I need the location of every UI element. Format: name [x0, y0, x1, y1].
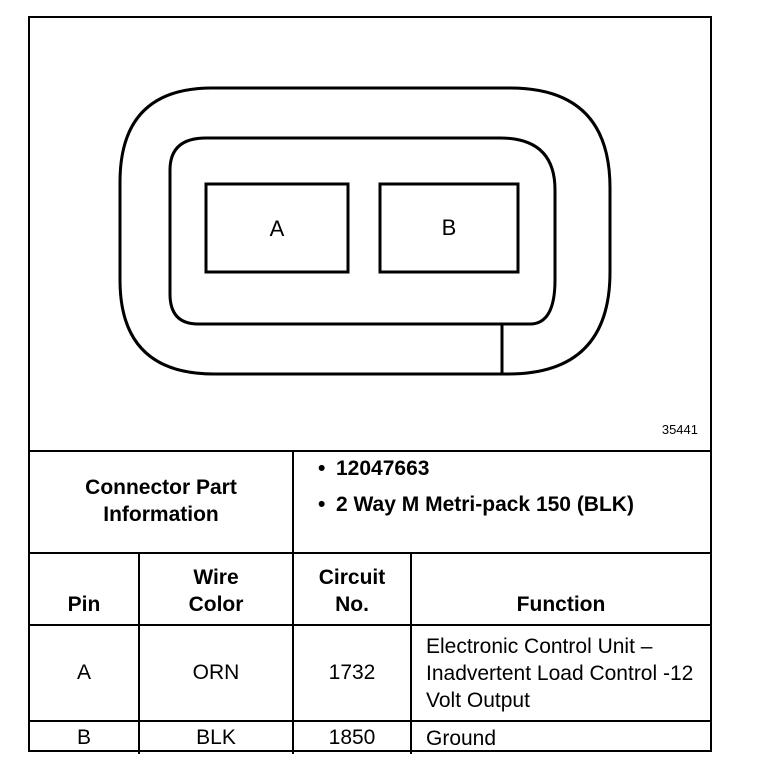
circuit-cell: 1850	[292, 720, 412, 754]
header-wire-color: Wire Color	[138, 552, 294, 626]
header-pin: Pin	[30, 552, 140, 626]
part-number: 12047663	[336, 457, 430, 480]
connector-part-info-row: Connector Part Information • 12047663 • …	[30, 450, 710, 554]
circuit-cell: 1732	[292, 624, 412, 722]
function-cell: Ground	[410, 720, 710, 754]
terminal-cavity-a	[204, 182, 350, 274]
terminal-cavity-b	[378, 182, 520, 274]
pin-table-header: Pin Wire Color Circuit No. Function	[30, 552, 710, 626]
header-circuit-text: Circuit No.	[318, 566, 386, 616]
bullet-icon: •	[318, 457, 326, 480]
connector-part-info-text: Connector Part Information	[85, 476, 237, 526]
header-function: Function	[410, 552, 710, 626]
header-circuit-no: Circuit No.	[292, 552, 412, 626]
connector-part-list: • 12047663 • 2 Way M Metri-pack 150 (BLK…	[294, 450, 710, 552]
header-wire-color-text: Wire Color	[188, 566, 244, 616]
connector-face-drawing: A B 35441	[30, 18, 710, 452]
part-description: 2 Way M Metri-pack 150 (BLK)	[336, 493, 634, 516]
table-row: A ORN 1732 Electronic Control Unit – Ina…	[30, 624, 710, 722]
part-number-item: • 12047663	[318, 456, 656, 482]
connector-inner-cavity	[168, 136, 557, 326]
pin-label-b: B	[441, 215, 457, 240]
connector-outline-svg	[118, 86, 612, 376]
table-row: B BLK 1850 Ground	[30, 720, 710, 754]
wire-color-cell: ORN	[138, 624, 294, 722]
pin-label-a: A	[269, 216, 285, 241]
wire-color-cell: BLK	[138, 720, 294, 754]
connector-sheet: A B 35441 Connector Part Information • 1…	[28, 16, 712, 754]
figure-id: 35441	[661, 422, 698, 437]
connector-outer-shell	[118, 86, 612, 376]
part-description-item: • 2 Way M Metri-pack 150 (BLK)	[318, 492, 636, 518]
pin-cell: B	[30, 720, 140, 754]
connector-part-info-label: Connector Part Information	[30, 450, 294, 552]
bullet-icon: •	[318, 493, 326, 516]
function-cell: Electronic Control Unit – Inadvertent Lo…	[410, 624, 710, 722]
pin-cell: A	[30, 624, 140, 722]
pin-table: Pin Wire Color Circuit No. Function A OR…	[30, 552, 710, 754]
